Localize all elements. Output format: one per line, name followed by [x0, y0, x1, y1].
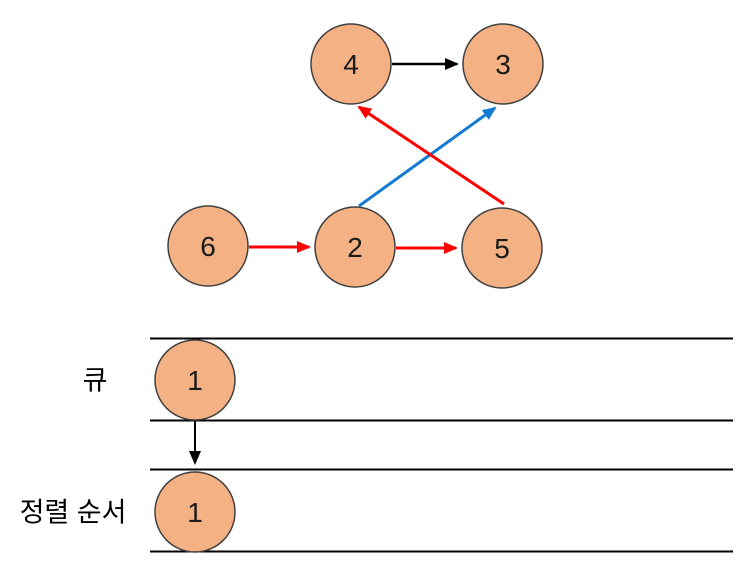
graph-node-5: 5 — [461, 207, 543, 289]
edge-5-to-4-arrow — [357, 105, 505, 206]
graph-node-6-circle — [167, 205, 249, 287]
graph-node-3-circle — [462, 23, 544, 105]
graph-node-2-label: 2 — [347, 232, 363, 263]
graph-node-5-label: 5 — [494, 233, 510, 264]
graph-node-6: 6 — [167, 205, 249, 287]
queue-item-1-label: 1 — [187, 365, 203, 396]
edge-2-to-3-arrow — [358, 106, 497, 208]
queue-item-1-circle — [154, 339, 236, 421]
sorted-item-1: 1 — [154, 471, 236, 553]
graph-node-5-circle — [461, 207, 543, 289]
graph-node-4-circle — [310, 23, 392, 105]
sorted-section-label: 정렬 순서 — [20, 497, 127, 527]
queue-section-label: 큐 — [83, 365, 108, 395]
sorted-item-1-label: 1 — [187, 497, 203, 528]
queue-item-1: 1 — [154, 339, 236, 421]
graph-node-6-label: 6 — [200, 231, 216, 262]
graph-node-4-label: 4 — [343, 49, 359, 80]
graph-node-4: 4 — [310, 23, 392, 105]
graph-node-3: 3 — [462, 23, 544, 105]
sorted-item-1-circle — [154, 471, 236, 553]
graph-node-3-label: 3 — [495, 49, 511, 80]
graph-node-2-circle — [314, 206, 396, 288]
graph-node-2: 2 — [314, 206, 396, 288]
